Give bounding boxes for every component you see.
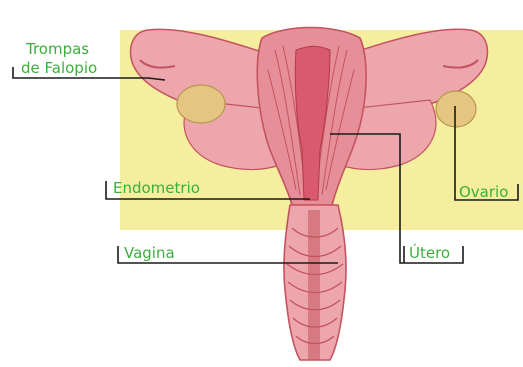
- label-vagina: Vagina: [124, 245, 175, 262]
- label-utero: Útero: [409, 245, 450, 262]
- left-ovary: [177, 85, 225, 123]
- label-endometrio: Endometrio: [113, 180, 200, 197]
- label-ovario: Ovario: [459, 184, 508, 201]
- label-trompas-line2: de Falopio: [21, 60, 97, 77]
- label-trompas-line1: Trompas: [26, 41, 89, 58]
- vaginal-canal: [308, 210, 320, 360]
- right-ovary: [436, 91, 476, 127]
